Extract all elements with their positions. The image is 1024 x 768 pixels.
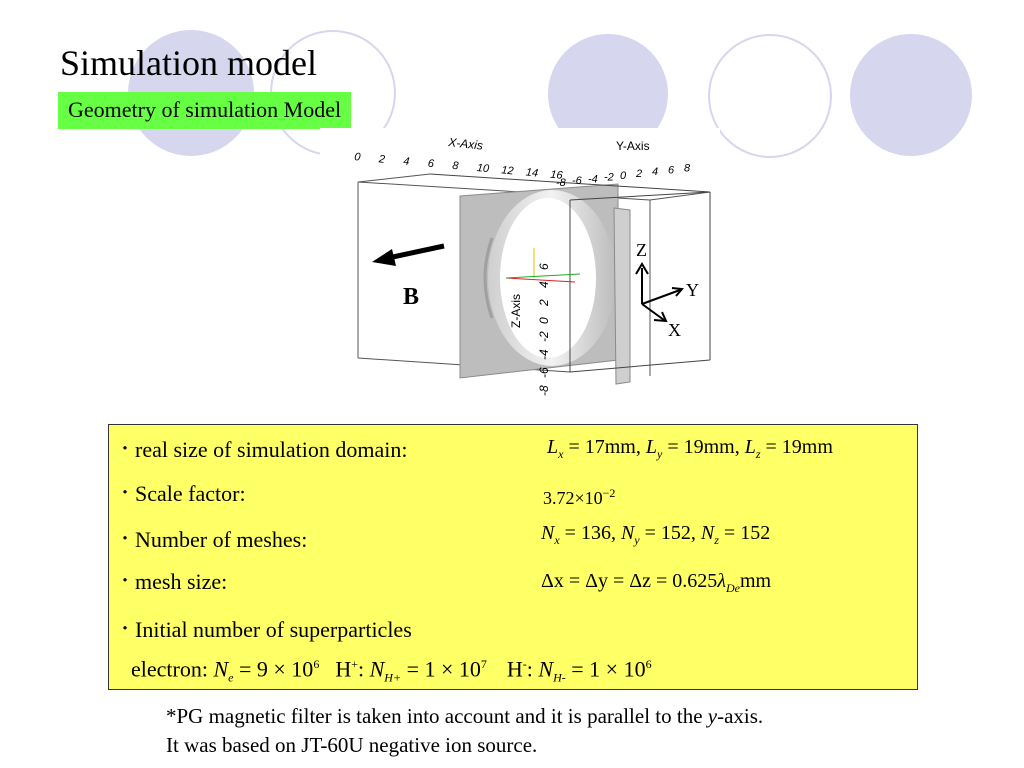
y-tick-label: 6 xyxy=(668,164,675,176)
scale-factor-label: ・Scale factor: xyxy=(117,481,246,506)
x-tick-label: 10 xyxy=(476,162,490,175)
decor-circle-4 xyxy=(708,34,832,158)
footnote-line-2: It was based on JT-60U negative ion sour… xyxy=(166,733,538,757)
filter-plate xyxy=(459,183,631,385)
z-tick-label: -8 xyxy=(537,385,551,396)
footnote: *PG magnetic filter is taken into accoun… xyxy=(166,702,763,760)
slide-subtitle: Geometry of simulation Model xyxy=(58,92,352,129)
particles-label: ・Initial number of superparticles xyxy=(117,617,412,642)
center-axis-x xyxy=(505,277,576,283)
y-tick-label: -2 xyxy=(604,172,614,184)
y-tick-label: 8 xyxy=(684,163,691,175)
coordinate-triad xyxy=(635,262,685,323)
z-tick-label: 4 xyxy=(537,281,551,288)
y-tick-label: 2 xyxy=(635,168,642,180)
z-tick-label: 0 xyxy=(537,317,551,324)
field-arrow xyxy=(372,243,445,266)
domain-size-label: ・real size of simulation domain: xyxy=(117,437,408,462)
y-axis-title: Y-Axis xyxy=(616,139,650,153)
x-axis-title: X-Axis xyxy=(447,135,484,153)
x-tick-labels: 0 2 4 6 8 10 12 14 16 xyxy=(354,151,564,182)
decor-circle-5 xyxy=(850,34,972,156)
triad-z-label: Z xyxy=(636,240,647,260)
z-tick-label: 2 xyxy=(537,299,551,307)
x-tick-label: 14 xyxy=(525,166,538,179)
z-tick-labels: -8 -6 -4 -2 0 2 4 6 xyxy=(537,263,551,396)
y-tick-label: -6 xyxy=(572,175,583,187)
mesh-count-equation: Nx = 136, Ny = 152, Nz = 152 xyxy=(541,522,771,547)
mesh-size-equation: Δx = Δy = Δz = 0.625λDemm xyxy=(541,570,772,595)
x-tick-label: 6 xyxy=(427,158,435,171)
info-box: ・real size of simulation domain: Lx = 17… xyxy=(108,424,918,690)
domain-size-equation: Lx = 17mm, Ly = 19mm, Lz = 19mm xyxy=(547,436,833,461)
x-tick-label: 0 xyxy=(354,151,362,164)
y-tick-label: 4 xyxy=(652,166,658,178)
box-front-edges xyxy=(429,173,711,373)
field-label: B xyxy=(403,284,419,310)
triad-x-label: X xyxy=(668,320,681,340)
slide-title: Simulation model xyxy=(60,43,317,83)
footnote-line-1: *PG magnetic filter is taken into accoun… xyxy=(166,704,764,728)
z-tick-label: 6 xyxy=(537,263,551,270)
y-tick-label: -4 xyxy=(588,173,598,185)
x-tick-label: 4 xyxy=(403,155,410,168)
y-tick-label: 0 xyxy=(620,170,627,182)
triad-y-label: Y xyxy=(686,280,699,300)
x-tick-label: 12 xyxy=(501,164,514,177)
z-tick-label: -4 xyxy=(537,349,551,360)
mesh-size-label: ・mesh size: xyxy=(117,569,228,594)
z-axis-title: Z-Axis xyxy=(509,294,523,328)
x-tick-label: 2 xyxy=(377,153,385,166)
center-axis-y xyxy=(505,273,581,279)
y-tick-label: -8 xyxy=(556,177,567,189)
scale-factor-value: 3.72×10−2 xyxy=(543,486,616,508)
z-tick-label: -6 xyxy=(537,367,551,378)
bullet-mark: ・ xyxy=(117,441,134,458)
z-tick-label: -2 xyxy=(537,331,551,342)
x-tick-label: 16 xyxy=(550,169,564,182)
x-tick-label: 8 xyxy=(452,160,460,173)
mesh-count-label: ・Number of meshes: xyxy=(117,527,308,552)
